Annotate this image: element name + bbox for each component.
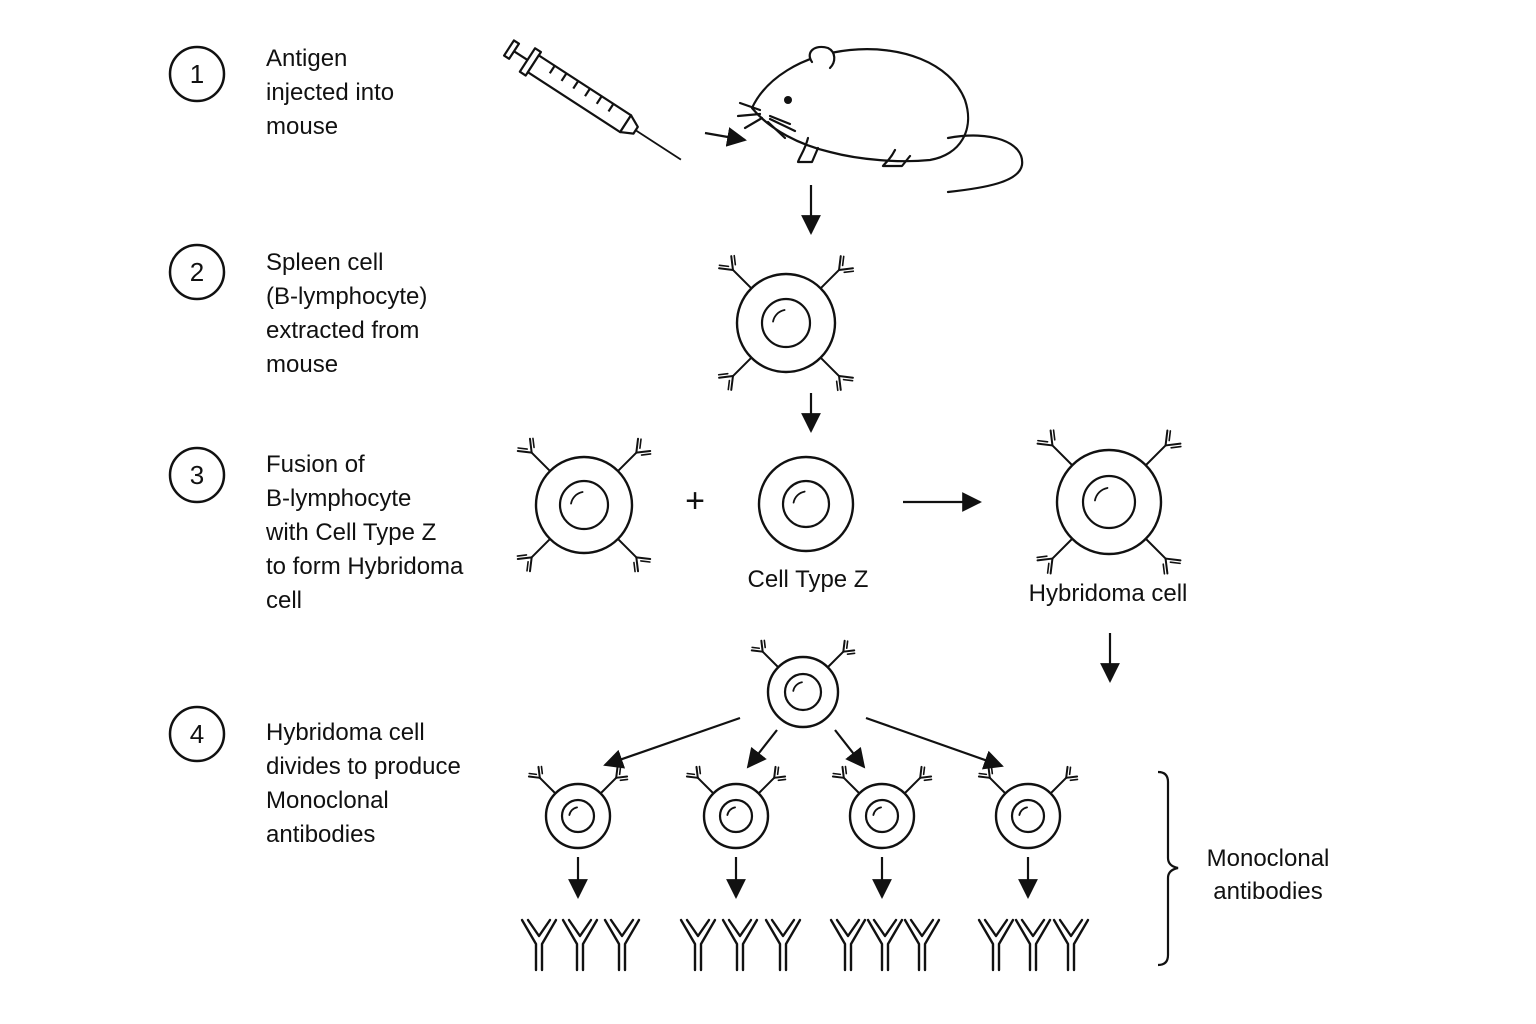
antibody-icon — [561, 918, 599, 972]
step-1-line: Antigen — [266, 45, 348, 72]
monoclonal-bracket — [1157, 770, 1179, 967]
step-3-line: B-lymphocyte — [266, 485, 412, 512]
hybridoma-cell-label: Hybridoma cell — [1029, 580, 1188, 607]
step-4-number: 4 — [168, 705, 226, 763]
step-2-line: mouse — [266, 351, 339, 378]
antibody-icon — [903, 918, 941, 972]
cells-layer — [516, 254, 1182, 850]
division-arrow-1 — [603, 716, 741, 769]
division-arrow-4 — [865, 716, 1004, 770]
cell-type-z-label: Cell Type Z — [748, 566, 869, 593]
cell-type-z — [757, 455, 855, 553]
daughter-hybridoma-cell — [685, 765, 787, 850]
spleen-b-lymphocyte-cell — [717, 254, 855, 392]
fusion-b-lymphocyte-cell — [516, 437, 652, 573]
division-arrow-3 — [834, 729, 866, 769]
antibody-icon — [721, 918, 759, 972]
step-1-line: mouse — [266, 113, 339, 140]
step-3-text: Fusion of B-lymphocyte with Cell Type Z … — [266, 448, 463, 618]
antibody-icon — [764, 918, 802, 972]
antibody-icon — [520, 918, 558, 972]
step-2-number: 2 — [168, 243, 226, 301]
svg-text:1: 1 — [190, 59, 204, 89]
antibody-icon — [1014, 918, 1052, 972]
antibody-icon — [977, 918, 1015, 972]
step-3-number: 3 — [168, 446, 226, 504]
step-4-line: Hybridoma cell — [266, 719, 425, 746]
step-2-line: extracted from — [266, 317, 420, 344]
antibody-layer — [520, 918, 1090, 972]
antibody-icon — [829, 918, 867, 972]
daughter-hybridoma-cell — [527, 765, 629, 850]
antibody-icon — [679, 918, 717, 972]
step-4-line: Monoclonal — [266, 787, 389, 814]
antibody-icon — [1052, 918, 1090, 972]
monoclonal-label-line1: Monoclonal — [1207, 845, 1330, 872]
monoclonal-label-line2: antibodies — [1213, 878, 1322, 905]
step-4-line: antibodies — [266, 821, 376, 848]
step-2-line: (B-lymphocyte) — [266, 283, 428, 310]
step-4-text: Hybridoma cell divides to produce Monocl… — [266, 716, 461, 852]
injection-arrow — [704, 127, 747, 147]
step-2-text: Spleen cell (B-lymphocyte) extracted fro… — [266, 246, 427, 382]
step-3-line: to form Hybridoma — [266, 553, 464, 580]
step-1-number: 1 — [168, 45, 226, 103]
antibody-icon — [603, 918, 641, 972]
daughter-hybridoma-cell — [831, 765, 933, 850]
syringe-icon — [502, 39, 682, 161]
svg-text:4: 4 — [190, 719, 204, 749]
svg-text:2: 2 — [190, 257, 204, 287]
step-3-line: cell — [266, 587, 303, 614]
division-arrow-2 — [746, 729, 778, 769]
step-1-text: Antigen injected into mouse — [266, 42, 394, 144]
plus-sign: + — [685, 482, 705, 520]
svg-text:3: 3 — [190, 460, 204, 490]
step-3-line: Fusion of — [266, 451, 365, 478]
mouse-icon — [736, 45, 1024, 194]
step-3-line: with Cell Type Z — [266, 519, 437, 546]
step-2-line: Spleen cell — [266, 249, 384, 276]
step-4-line: divides to produce — [266, 753, 461, 780]
dividing-hybridoma-cell — [750, 639, 856, 729]
daughter-hybridoma-cell — [977, 765, 1079, 850]
antibody-icon — [866, 918, 904, 972]
step-1-line: injected into — [266, 79, 395, 106]
hybridoma-cell — [1036, 429, 1182, 575]
